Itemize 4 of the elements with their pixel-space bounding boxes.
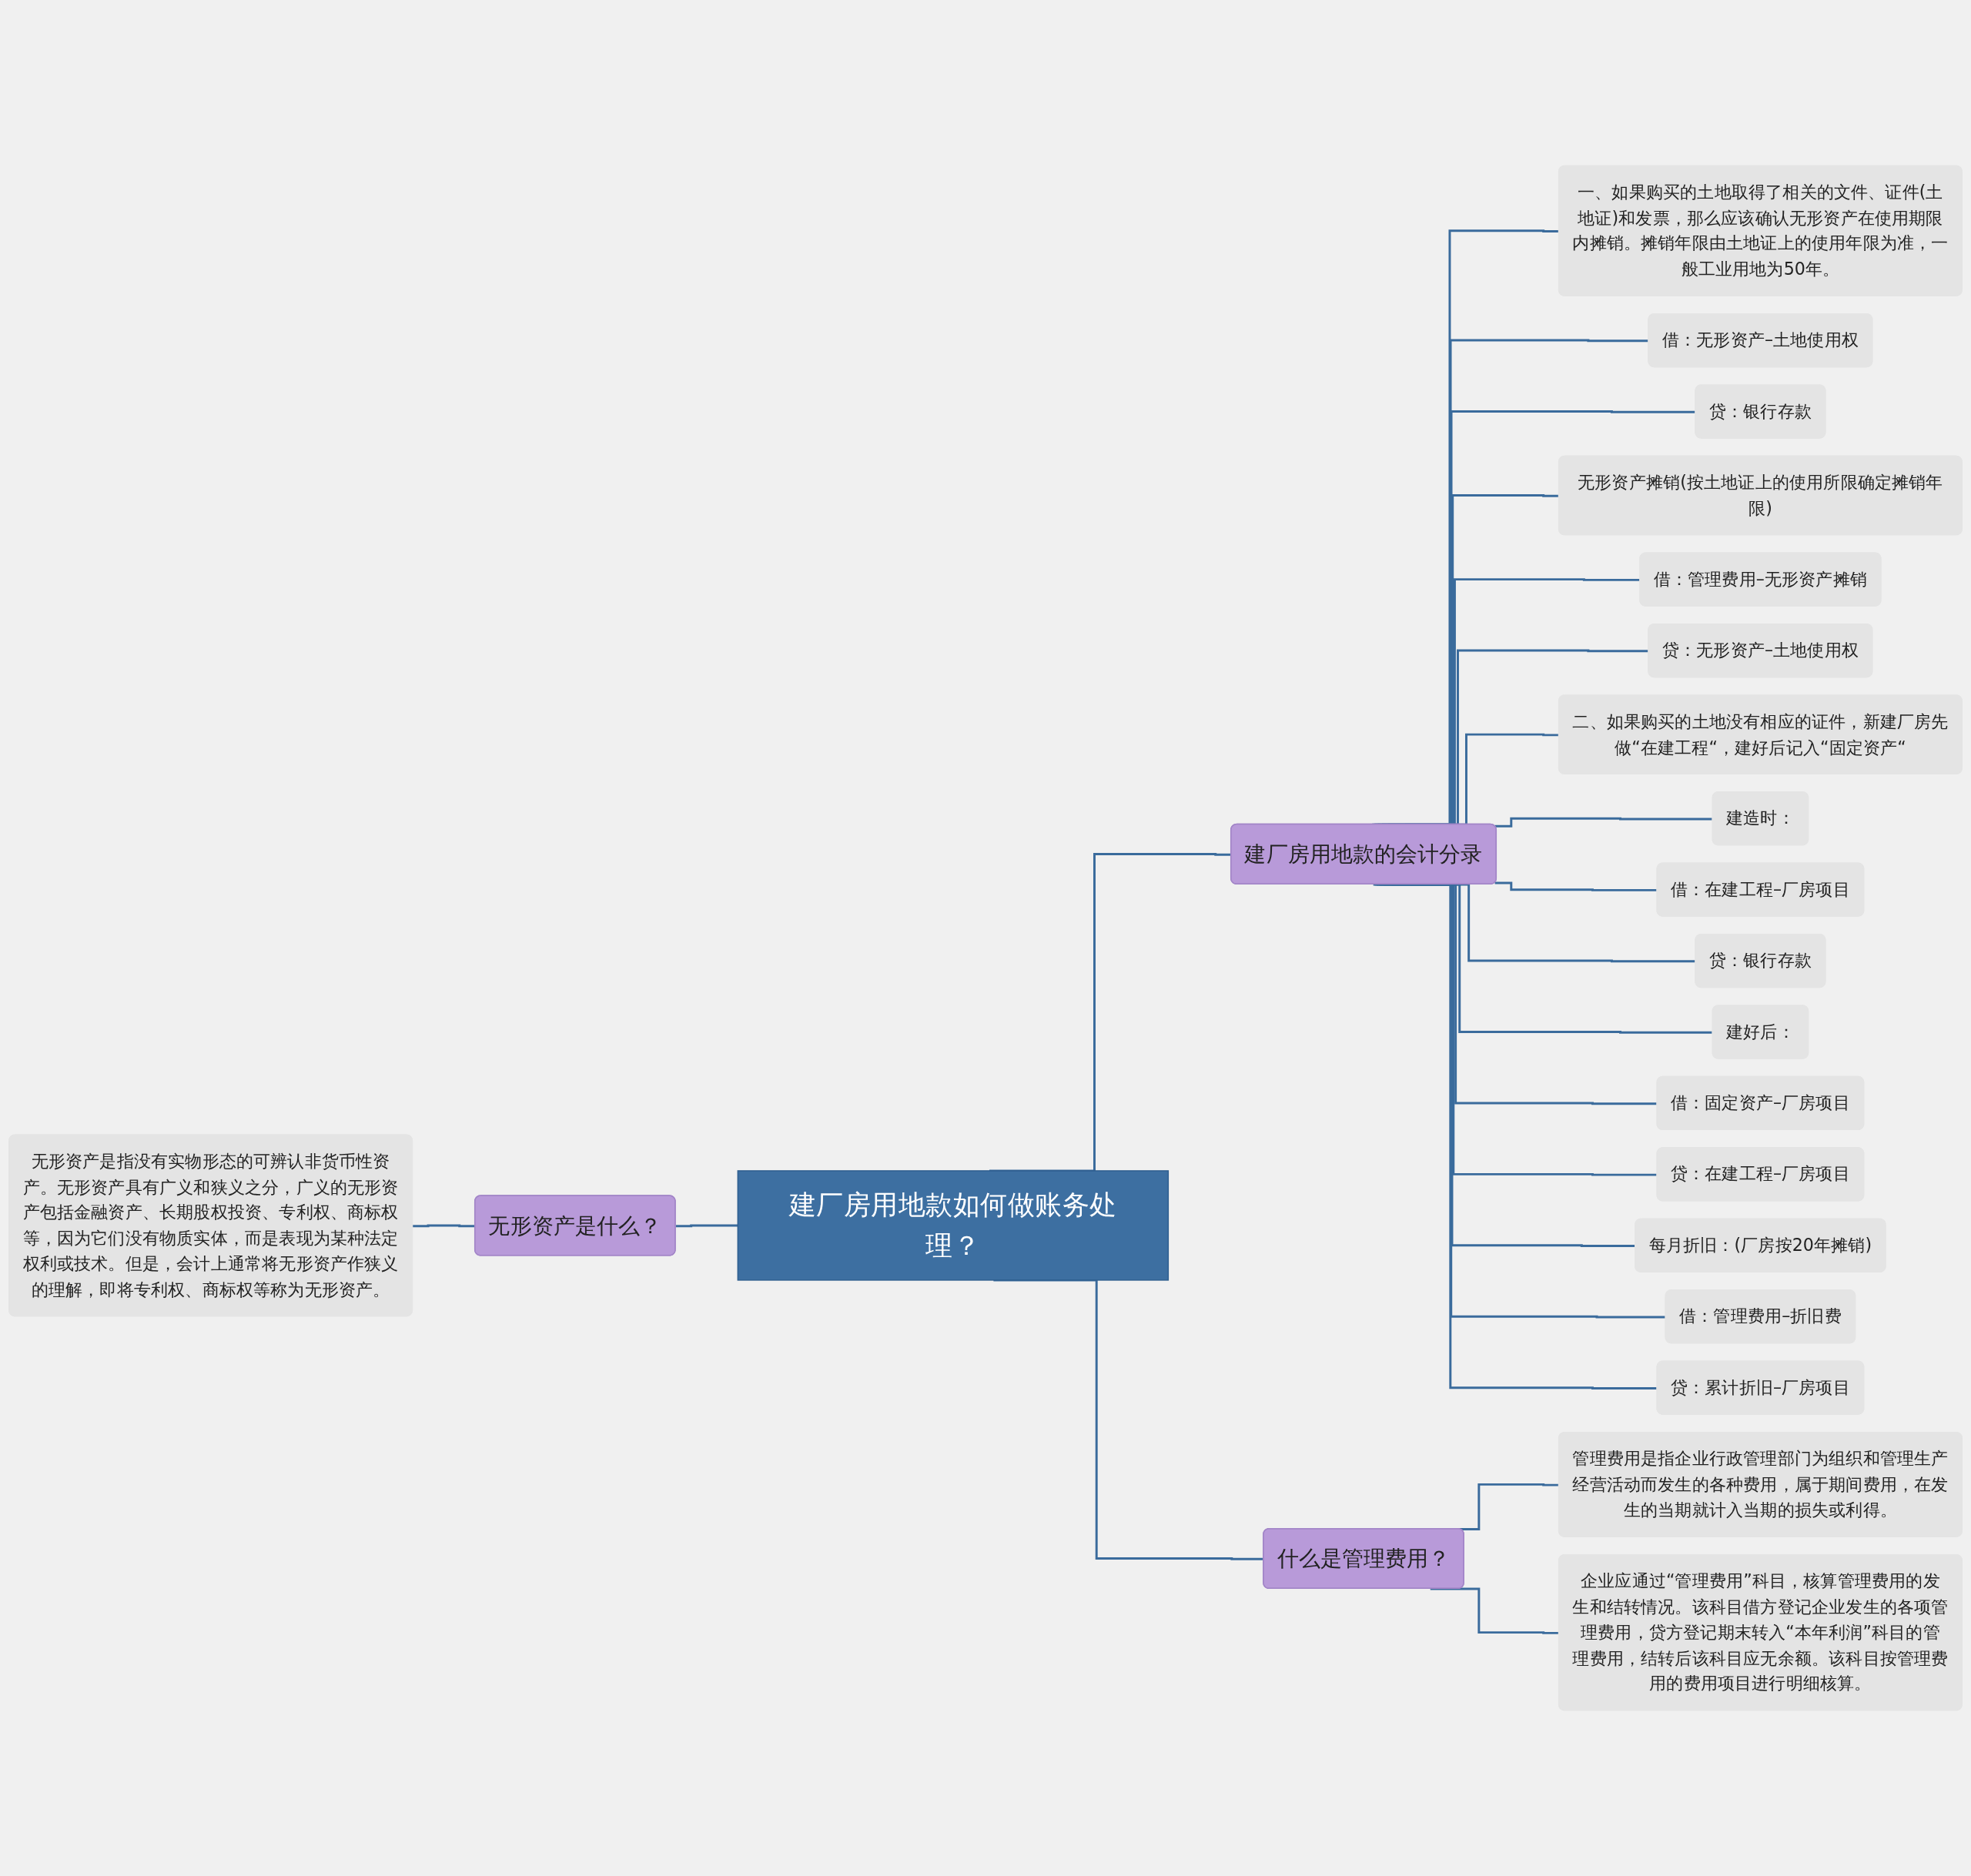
connector (675, 1224, 738, 1228)
connector (1373, 883, 1658, 1389)
node-box: 建厂房用地款如何做账务处理？ (737, 1170, 1170, 1281)
connector (1494, 881, 1658, 891)
